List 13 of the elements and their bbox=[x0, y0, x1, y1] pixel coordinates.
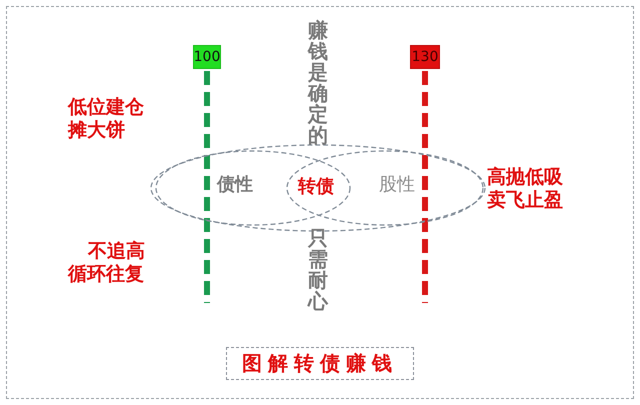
note-text: 不追高循环往复 bbox=[68, 240, 146, 286]
ellipse-label: 债性 bbox=[217, 174, 253, 196]
vertical-text: 赚钱是确定的 bbox=[308, 20, 328, 146]
ellipse-label: 股性 bbox=[379, 174, 415, 196]
vertical-text: 只需耐心 bbox=[308, 228, 328, 312]
dashed-line bbox=[204, 71, 210, 303]
title: 图解转债赚钱 bbox=[226, 347, 414, 380]
center-label: 转债 bbox=[298, 176, 334, 198]
dashed-line bbox=[422, 71, 428, 303]
note-text: 高抛低吸卖飞止盈 bbox=[487, 166, 564, 212]
price-tag: 130 bbox=[410, 45, 440, 69]
price-tag: 100 bbox=[193, 45, 221, 69]
note-text: 低位建仓摊大饼 bbox=[68, 96, 145, 142]
